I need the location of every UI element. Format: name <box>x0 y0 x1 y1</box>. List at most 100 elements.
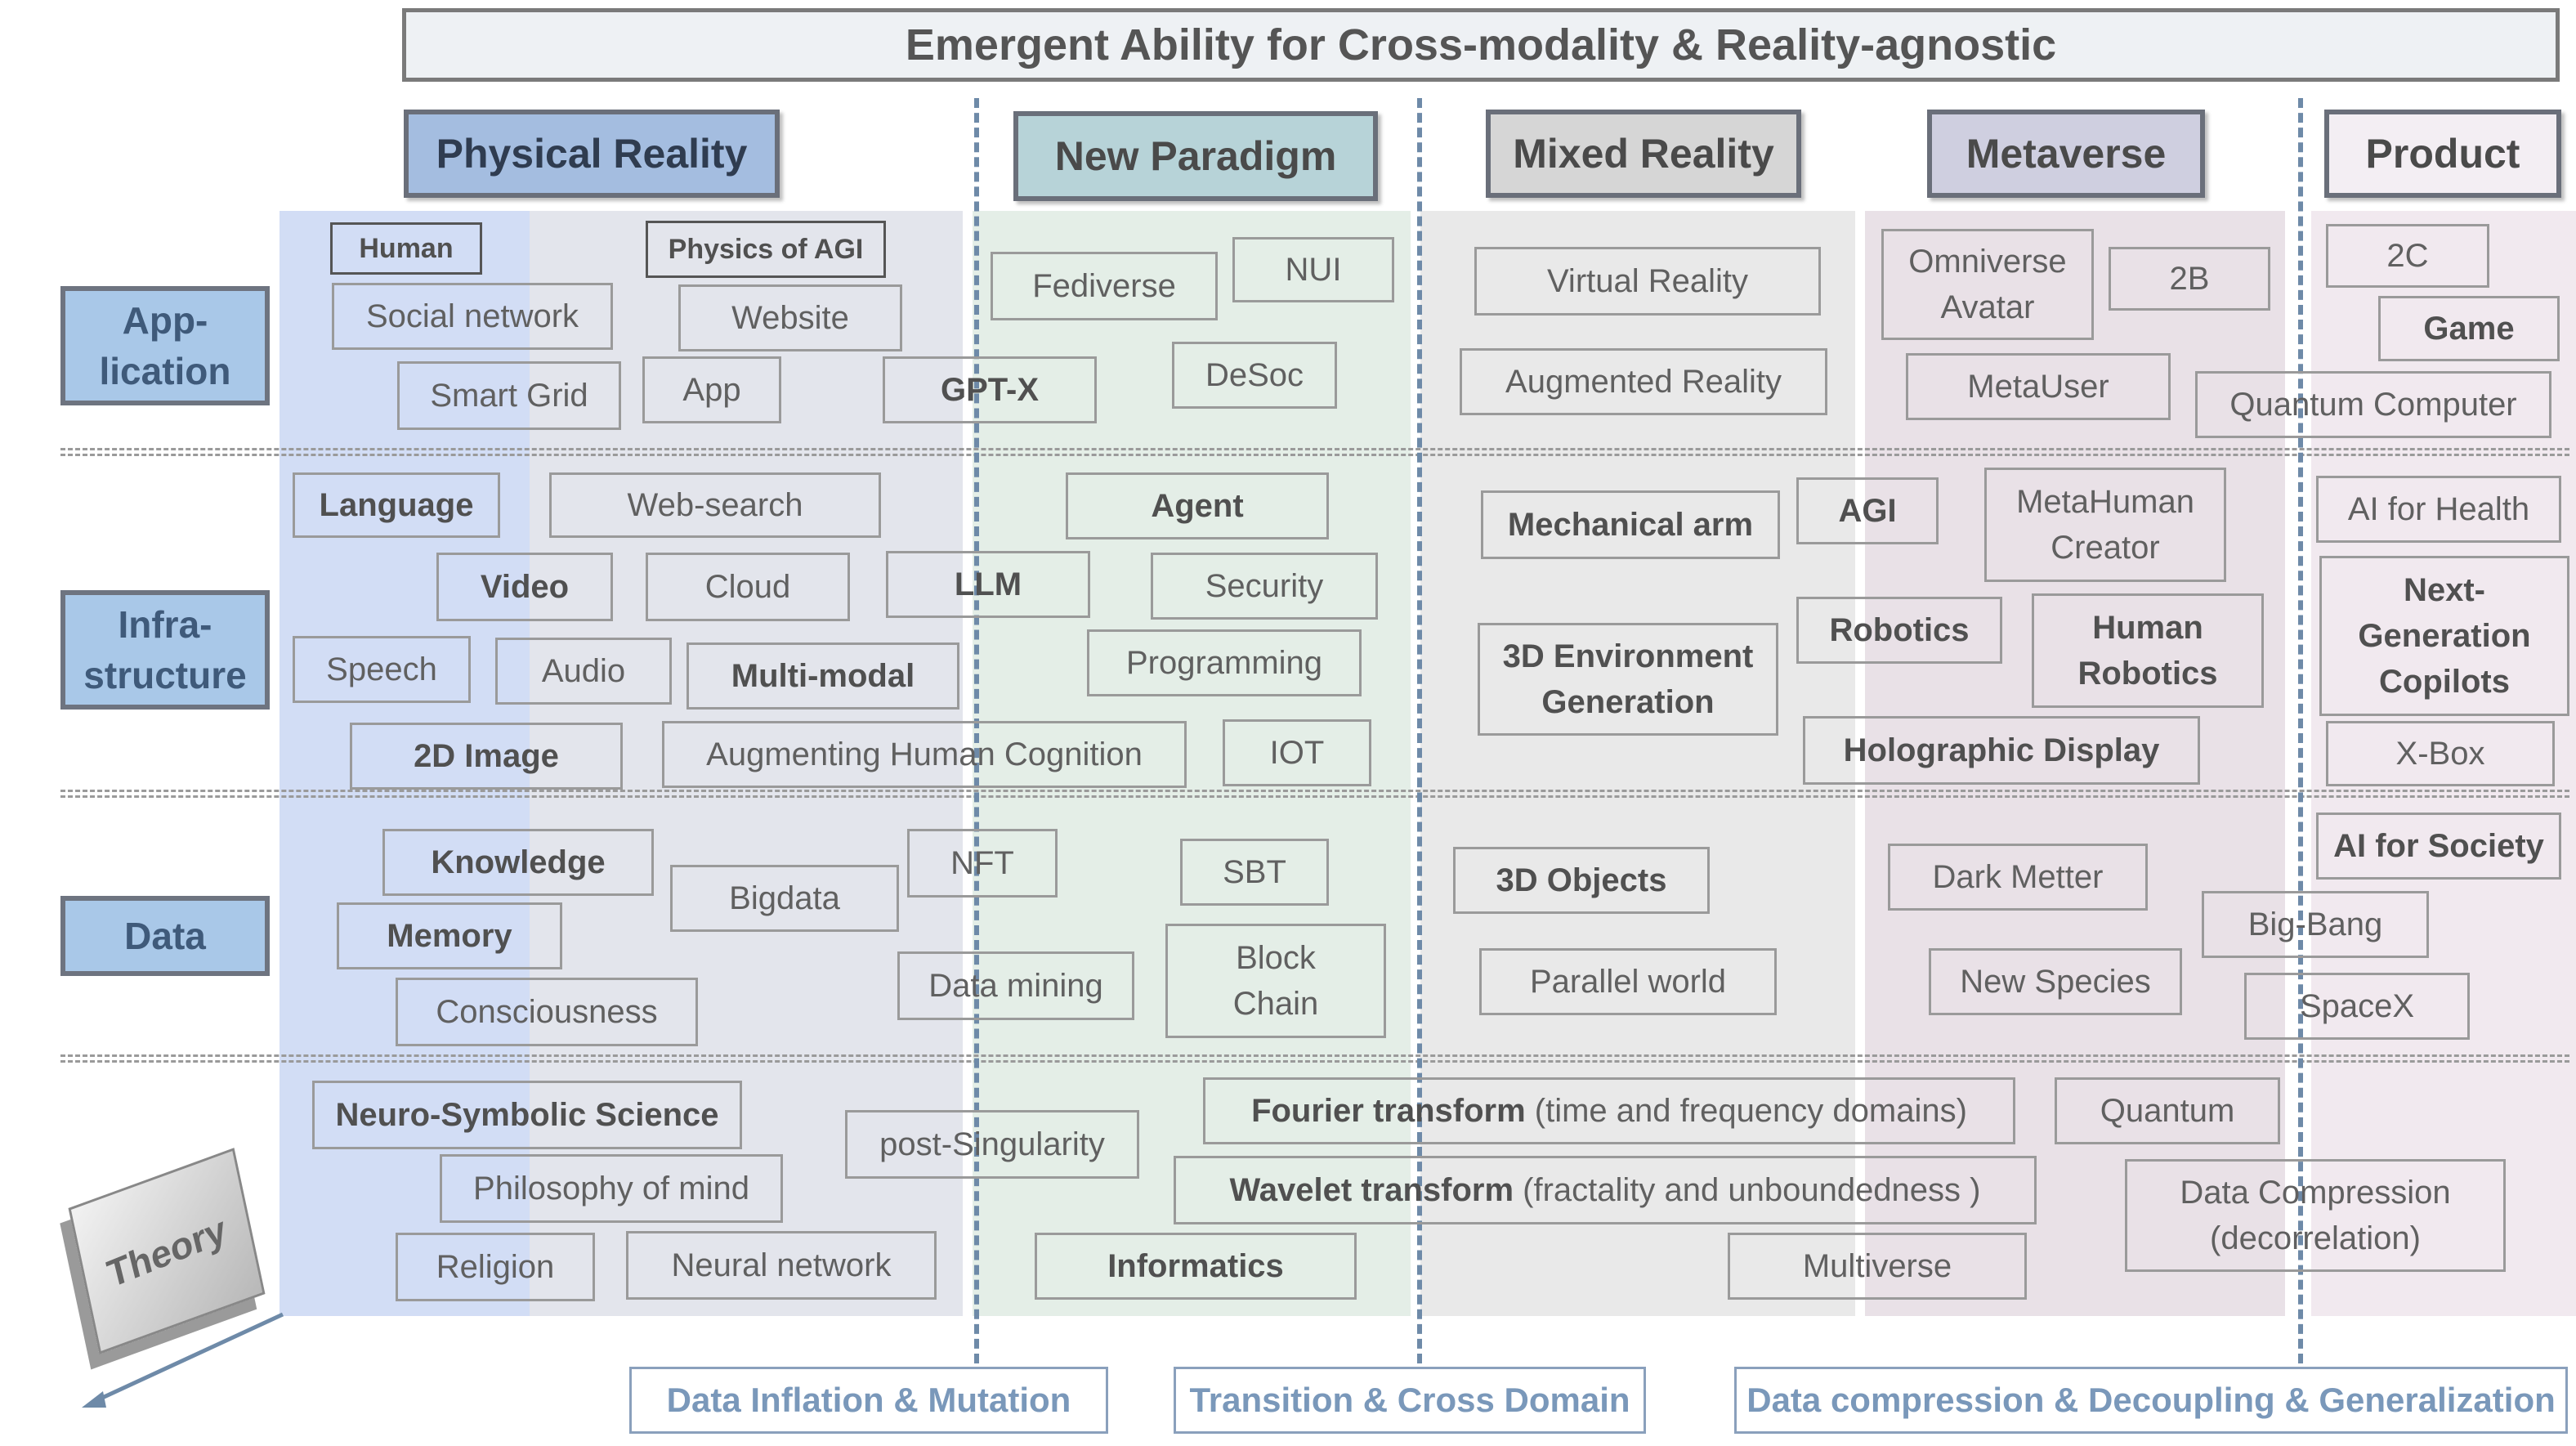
item-language: Language <box>293 472 500 538</box>
item-gpt-x: GPT-X <box>883 356 1097 423</box>
column-divider <box>2298 98 2303 1363</box>
item-parallel-world: Parallel world <box>1479 948 1777 1015</box>
item-app: App <box>642 356 781 423</box>
row-label-data: Data <box>60 896 270 976</box>
item-text-normal: (time and frequency domains) <box>1525 1093 1967 1129</box>
physical-reality-band-blue <box>280 211 530 1316</box>
main-title: Emergent Ability for Cross-modality & Re… <box>402 8 2560 82</box>
item-augmented-reality: Augmented Reality <box>1460 348 1827 415</box>
item-philosophy-of-mind: Philosophy of mind <box>440 1154 783 1223</box>
item-mechanical-arm: Mechanical arm <box>1481 490 1780 559</box>
item-new-species: New Species <box>1929 948 2182 1015</box>
item-iot: IOT <box>1223 719 1371 786</box>
item-sbt: SBT <box>1180 839 1329 906</box>
theory-label: Theory <box>103 1206 230 1296</box>
item-x-box: X-Box <box>2326 721 2555 786</box>
item-web-search: Web-search <box>549 472 881 538</box>
item-social-network: Social network <box>332 283 613 350</box>
item-3d-environment-generation: 3D Environment Generation <box>1478 623 1778 736</box>
item-multiverse: Multiverse <box>1728 1233 2027 1300</box>
item-multi-modal: Multi-modal <box>686 642 959 710</box>
label-data-compression-decoupling: Data compression & Decoupling & Generali… <box>1734 1367 2568 1434</box>
item-audio: Audio <box>495 638 672 705</box>
row-label-text: App- lication <box>99 299 231 392</box>
item-memory: Memory <box>337 902 562 969</box>
item-bigdata: Bigdata <box>670 865 899 932</box>
item-text: Block Chain <box>1232 940 1319 1022</box>
item-consciousness: Consciousness <box>396 978 698 1046</box>
item-security: Security <box>1151 553 1378 620</box>
item-nui: NUI <box>1232 237 1394 302</box>
row-label-text: Infra- structure <box>83 603 247 696</box>
item-ai-for-society: AI for Society <box>2316 813 2561 880</box>
item-spacex: SpaceX <box>2244 973 2470 1040</box>
item-knowledge: Knowledge <box>382 829 654 896</box>
item-text: MetaHuman Creator <box>2016 484 2194 566</box>
item-ai-for-health: AI for Health <box>2316 476 2561 543</box>
item-human: Human <box>330 222 482 275</box>
item-agi: AGI <box>1796 477 1939 544</box>
item-big-bang: Big-Bang <box>2202 891 2429 958</box>
separator-line <box>60 1054 2569 1063</box>
item-quantum: Quantum <box>2055 1077 2280 1144</box>
item-human-robotics: Human Robotics <box>2032 593 2264 708</box>
item-virtual-reality: Virtual Reality <box>1474 247 1821 316</box>
item-3d-objects: 3D Objects <box>1453 847 1710 914</box>
item-desoc: DeSoc <box>1172 342 1337 409</box>
item-neural-network: Neural network <box>626 1231 937 1300</box>
item-informatics: Informatics <box>1035 1233 1357 1300</box>
label-transition-cross-domain: Transition & Cross Domain <box>1174 1367 1646 1434</box>
item-fediverse: Fediverse <box>991 252 1218 320</box>
item-religion: Religion <box>396 1233 595 1301</box>
item-text-normal: (fractality and unboundedness ) <box>1514 1172 1981 1208</box>
item-post-singularity: post-Singularity <box>845 1110 1139 1179</box>
item-text-bold: Fourier transform <box>1251 1093 1526 1129</box>
item-augmenting-human-cognition: Augmenting Human Cognition <box>662 721 1187 788</box>
item-nft: NFT <box>907 829 1058 898</box>
item-2b: 2B <box>2109 247 2270 311</box>
column-divider <box>974 98 979 1363</box>
column-product: Product <box>2324 110 2561 198</box>
column-divider <box>1417 98 1422 1363</box>
item-holographic-display: Holographic Display <box>1803 716 2200 785</box>
item-block-chain: Block Chain <box>1165 924 1386 1038</box>
item-text: Omniverse Avatar <box>1908 244 2067 325</box>
item-physics-of-agi: Physics of AGI <box>646 221 886 278</box>
item-quantum-computer: Quantum Computer <box>2195 371 2551 438</box>
column-new-paradigm: New Paradigm <box>1013 111 1378 201</box>
item-data-compression: Data Compression (decorrelation) <box>2125 1159 2506 1272</box>
label-data-inflation-mutation: Data Inflation & Mutation <box>629 1367 1108 1434</box>
item-text: Data Compression (decorrelation) <box>2180 1175 2451 1256</box>
item-metauser: MetaUser <box>1906 353 2171 420</box>
physical-reality-band-gray <box>530 211 963 1316</box>
item-dark-metter: Dark Metter <box>1888 844 2148 911</box>
separator-line <box>60 790 2569 798</box>
item-llm: LLM <box>886 551 1090 618</box>
item-game: Game <box>2378 296 2560 361</box>
theory-arrow <box>82 1312 284 1408</box>
metaverse-band <box>1865 211 2285 1316</box>
column-physical-reality: Physical Reality <box>404 110 780 198</box>
item-website: Website <box>678 284 902 351</box>
item-speech: Speech <box>293 636 471 703</box>
item-next-generation-copilots: Next- Generation Copilots <box>2319 556 2569 716</box>
row-label-infrastructure: Infra- structure <box>60 590 270 710</box>
item-text-bold: Wavelet transform <box>1229 1172 1514 1208</box>
product-band <box>2311 211 2576 1316</box>
item-smart-grid: Smart Grid <box>397 361 621 430</box>
item-robotics: Robotics <box>1796 597 2002 664</box>
item-cloud: Cloud <box>646 553 850 621</box>
mixed-reality-band <box>1420 211 1855 1316</box>
item-programming: Programming <box>1087 629 1362 696</box>
item-text: Next- Generation Copilots <box>2358 572 2531 700</box>
item-fourier-transform: Fourier transform (time and frequency do… <box>1203 1077 2015 1144</box>
item-data-mining: Data mining <box>897 951 1134 1020</box>
item-metahuman-creator: MetaHuman Creator <box>1984 468 2226 582</box>
item-text: Human Robotics <box>2077 610 2218 692</box>
separator-line <box>60 448 2569 456</box>
item-neuro-symbolic-science: Neuro-Symbolic Science <box>312 1081 742 1149</box>
item-text: 3D Environment Generation <box>1502 638 1754 720</box>
item-omniverse-avatar: Omniverse Avatar <box>1881 229 2094 340</box>
item-2d-image: 2D Image <box>350 723 623 790</box>
new-paradigm-band <box>973 211 1411 1316</box>
